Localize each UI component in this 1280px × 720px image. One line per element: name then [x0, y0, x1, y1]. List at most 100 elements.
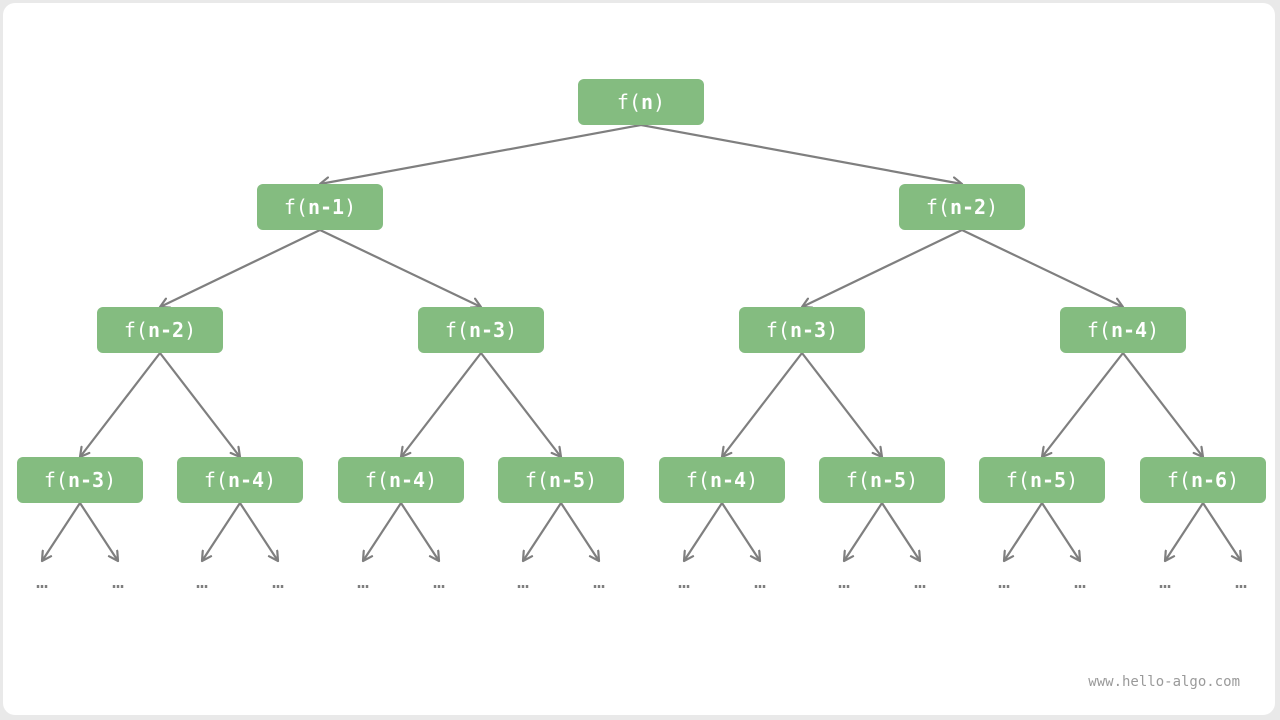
call-function-name: f( [1087, 318, 1111, 342]
call-node: f(n-2) [97, 307, 223, 353]
leaf-branch-edge [881, 502, 920, 561]
call-node: f(n-4) [1060, 307, 1186, 353]
call-function-name: f( [204, 468, 228, 492]
tree-edge [961, 229, 1123, 307]
call-function-name: f( [1006, 468, 1030, 492]
call-close-paren: ) [826, 318, 838, 342]
call-close-paren: ) [184, 318, 196, 342]
call-node-box [257, 184, 383, 230]
leaf-branch-edge [684, 502, 723, 561]
call-argument: n-4 [1111, 318, 1147, 342]
call-close-paren: ) [585, 468, 597, 492]
call-node-box [177, 457, 303, 503]
leaf-branch-edge [79, 502, 118, 561]
ellipsis-marker: … [754, 569, 766, 593]
call-close-paren: ) [1066, 468, 1078, 492]
watermark: www.hello-algo.com [1088, 674, 1240, 690]
tree-edge [722, 352, 803, 457]
call-node-box [338, 457, 464, 503]
call-close-paren: ) [906, 468, 918, 492]
call-function-name: f( [124, 318, 148, 342]
ellipsis-markers: ………………………………………… [36, 569, 1247, 593]
call-node-box [659, 457, 785, 503]
call-argument: n-3 [68, 468, 104, 492]
call-argument: n-1 [308, 195, 344, 219]
leaf-branch-edge [239, 502, 278, 561]
leaf-branch-edge [363, 502, 402, 561]
leaf-branch-edge [523, 502, 562, 561]
leaf-branch-edge [721, 502, 760, 561]
call-node-label: f(n-4) [1087, 318, 1159, 342]
call-node: f(n-5) [498, 457, 624, 503]
call-node-box [979, 457, 1105, 503]
call-function-name: f( [284, 195, 308, 219]
call-node-label: f(n) [617, 90, 665, 114]
call-argument: n-2 [148, 318, 184, 342]
call-argument: n-3 [469, 318, 505, 342]
call-node: f(n-3) [739, 307, 865, 353]
ellipsis-marker: … [1159, 569, 1171, 593]
call-node-label: f(n-3) [44, 468, 116, 492]
call-argument: n-4 [710, 468, 746, 492]
call-node-box [498, 457, 624, 503]
call-argument: n-5 [870, 468, 906, 492]
ellipsis-marker: … [838, 569, 850, 593]
tree-edge [319, 229, 481, 307]
tree-edge [160, 229, 321, 307]
call-function-name: f( [1167, 468, 1191, 492]
call-node-label: f(n-5) [846, 468, 918, 492]
leaf-branch-edge [42, 502, 81, 561]
call-close-paren: ) [425, 468, 437, 492]
call-node-label: f(n-4) [204, 468, 276, 492]
call-function-name: f( [525, 468, 549, 492]
call-node: f(n-4) [659, 457, 785, 503]
ellipsis-marker: … [678, 569, 690, 593]
leaf-branch-edge [1004, 502, 1043, 561]
call-argument: n-3 [790, 318, 826, 342]
call-argument: n-5 [549, 468, 585, 492]
call-node: f(n) [578, 79, 704, 125]
call-close-paren: ) [1227, 468, 1239, 492]
tree-edge [159, 352, 240, 457]
leaf-branch-edge [1041, 502, 1080, 561]
tree-edge [801, 352, 882, 457]
call-argument: n-4 [228, 468, 264, 492]
call-node: f(n-6) [1140, 457, 1266, 503]
call-node-box [578, 79, 704, 125]
call-close-paren: ) [746, 468, 758, 492]
call-node-label: f(n-6) [1167, 468, 1239, 492]
call-function-name: f( [445, 318, 469, 342]
call-close-paren: ) [653, 90, 665, 114]
call-node: f(n-3) [418, 307, 544, 353]
tree-edge [80, 352, 161, 457]
call-node-box [739, 307, 865, 353]
call-function-name: f( [846, 468, 870, 492]
call-close-paren: ) [1147, 318, 1159, 342]
call-node: f(n-4) [177, 457, 303, 503]
call-node-label: f(n-2) [926, 195, 998, 219]
call-node: f(n-2) [899, 184, 1025, 230]
tree-edge [320, 123, 642, 184]
call-close-paren: ) [104, 468, 116, 492]
tree-edge [401, 352, 482, 457]
call-close-paren: ) [264, 468, 276, 492]
call-node-label: f(n-3) [445, 318, 517, 342]
tree-edge [1042, 352, 1124, 457]
tree-edge [480, 352, 561, 457]
tree-edge [1122, 352, 1203, 457]
call-close-paren: ) [344, 195, 356, 219]
leaf-branch-edge [844, 502, 883, 561]
ellipsis-marker: … [272, 569, 284, 593]
call-node-label: f(n-4) [686, 468, 758, 492]
call-node-label: f(n-2) [124, 318, 196, 342]
call-node-label: f(n-5) [1006, 468, 1078, 492]
call-node: f(n-1) [257, 184, 383, 230]
call-node: f(n-5) [979, 457, 1105, 503]
call-argument: n-5 [1030, 468, 1066, 492]
tree-edges [80, 123, 1203, 457]
ellipsis-marker: … [517, 569, 529, 593]
call-node-box [899, 184, 1025, 230]
call-node-label: f(n-3) [766, 318, 838, 342]
ellipsis-marker: … [593, 569, 605, 593]
